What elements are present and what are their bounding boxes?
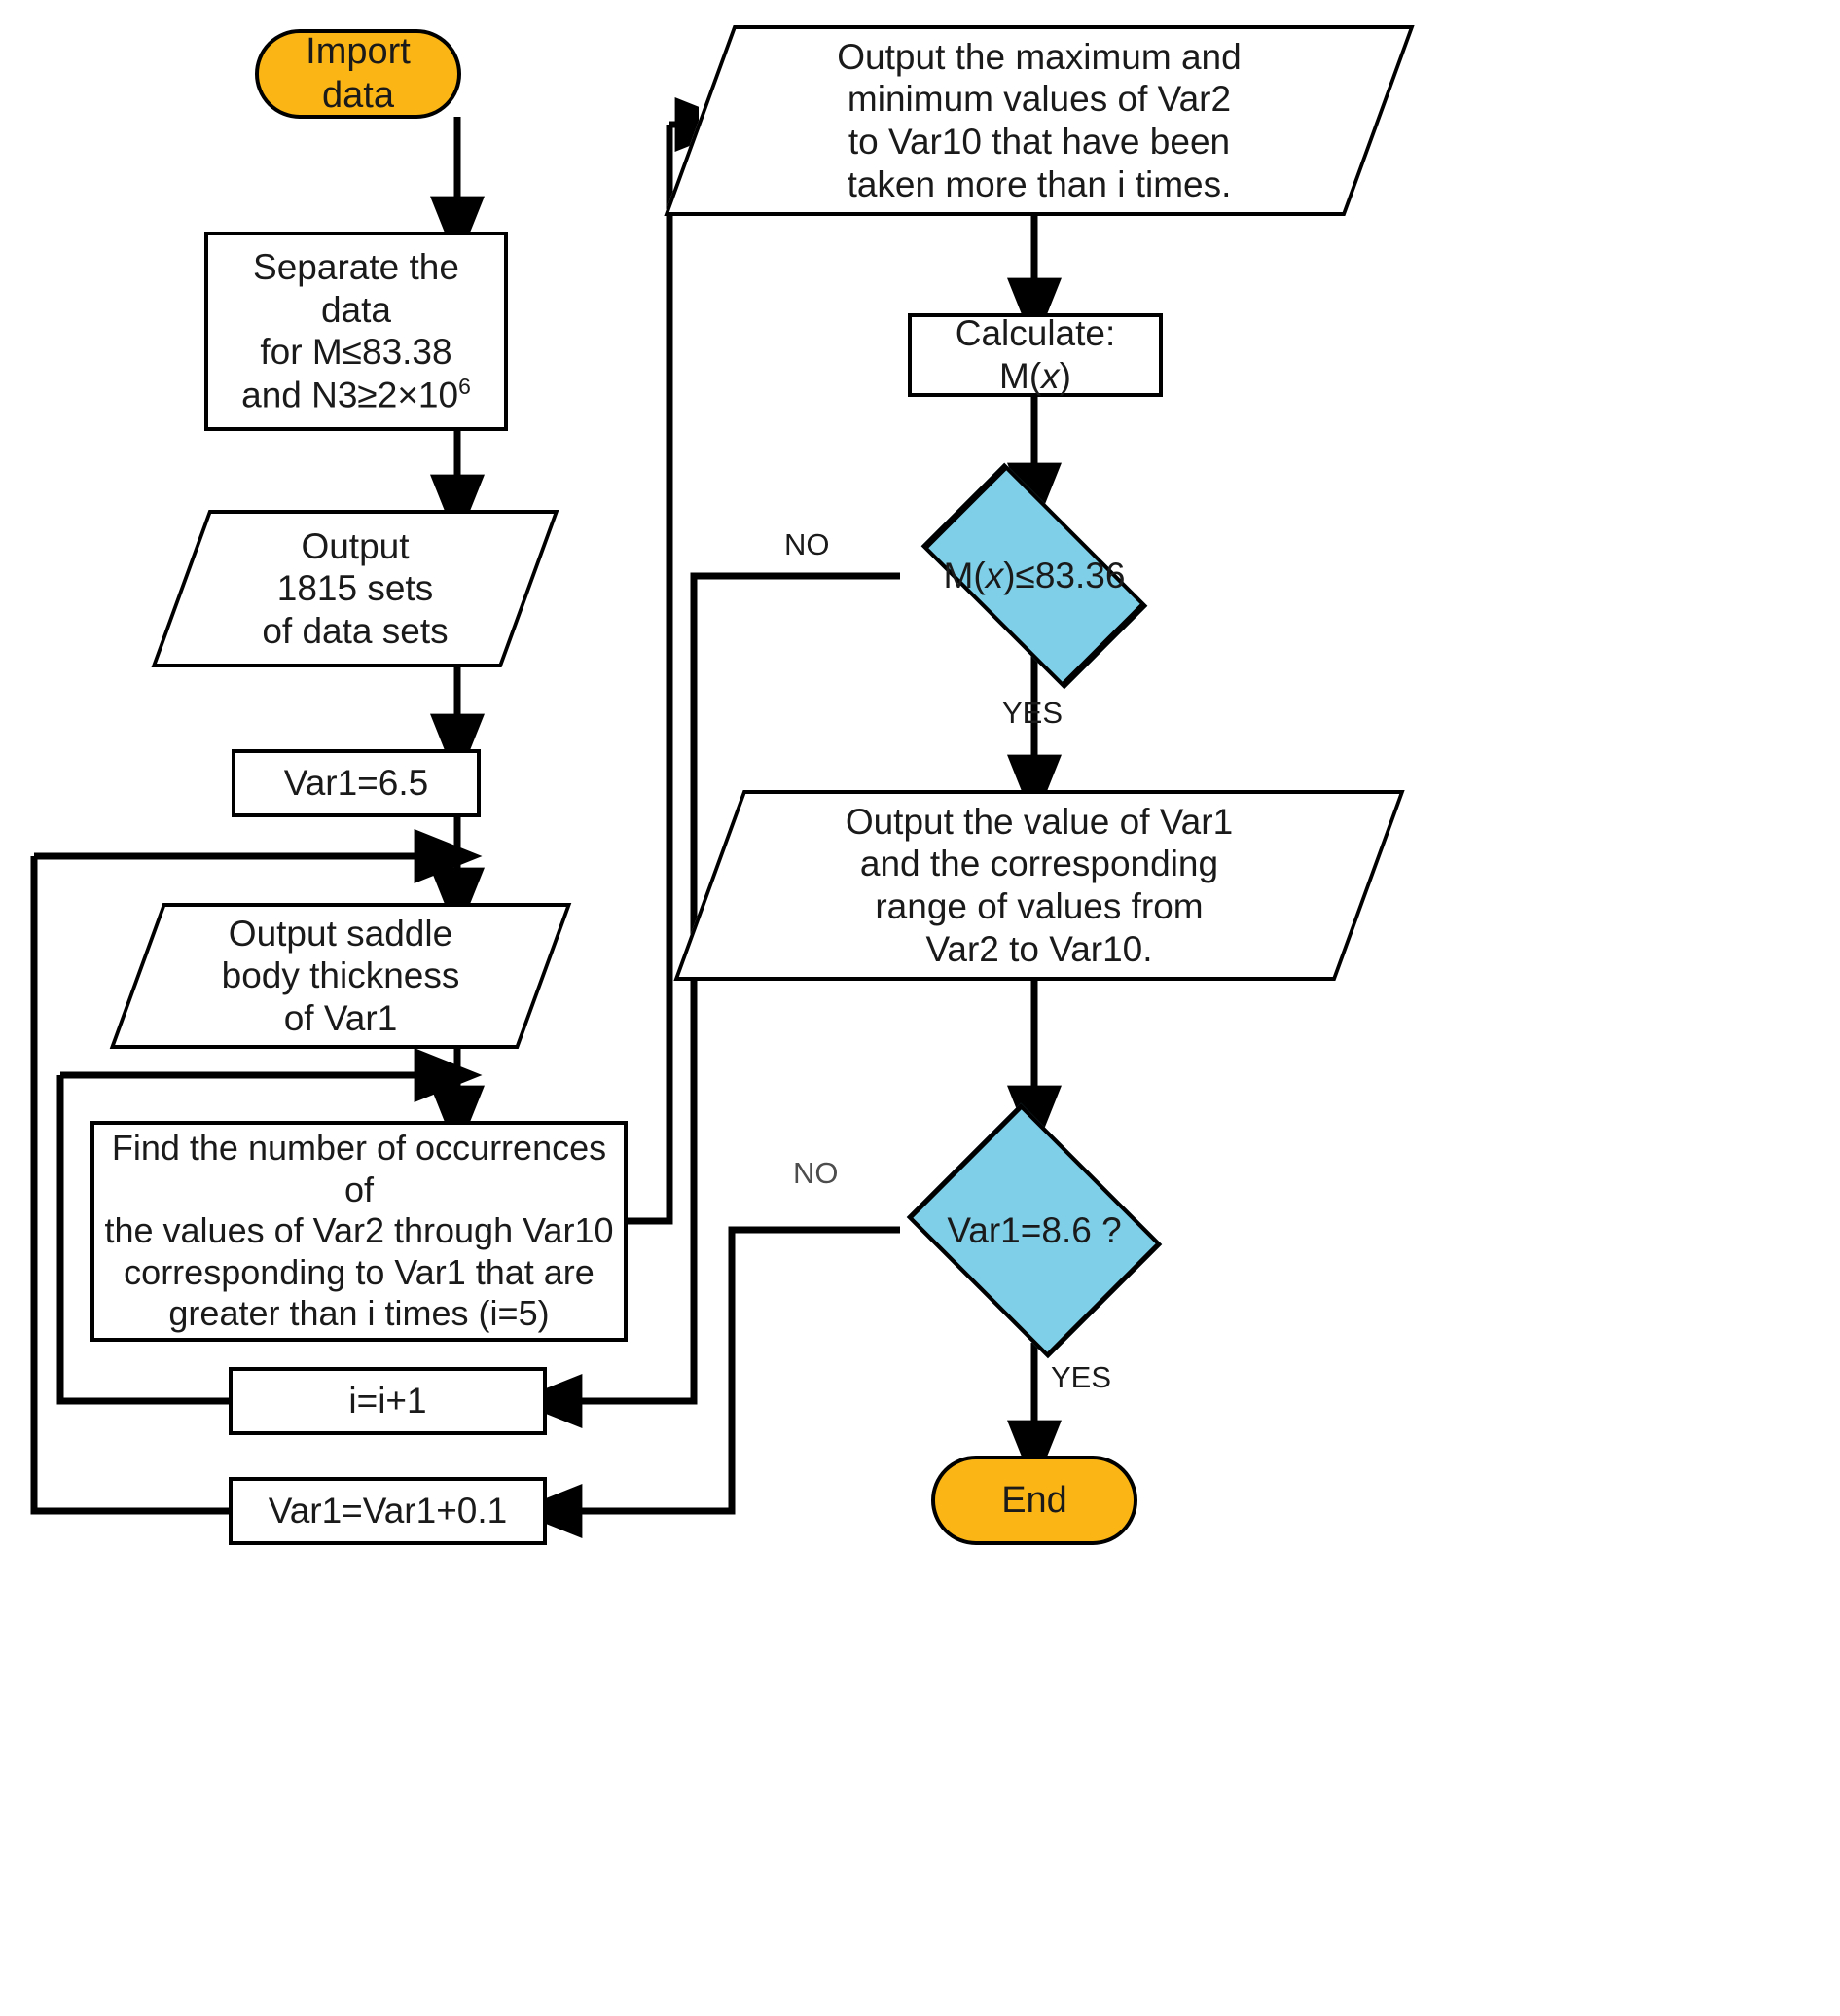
decision1-variable: x xyxy=(985,556,1004,596)
separate-line-3a: and N3≥ xyxy=(241,375,378,415)
findocc-line-3: corresponding to Var1 that are xyxy=(124,1251,595,1292)
outvar1-line-3: range of values from xyxy=(875,886,1204,926)
node-output-saddle-thickness-label: Output saddle body thickness of Var1 xyxy=(216,913,466,1040)
node-find-occurrences-label: Find the number of occurrences of the va… xyxy=(94,1128,624,1334)
node-output-1815-sets-label: Output 1815 sets of data sets xyxy=(256,525,453,653)
edge-label-no-decision2: NO xyxy=(793,1156,839,1190)
node-import-data[interactable]: Import data xyxy=(255,29,461,119)
edge-label-no-decision1: NO xyxy=(784,527,830,561)
findocc-line-4: greater than i times (i=5) xyxy=(168,1293,550,1334)
node-end[interactable]: End xyxy=(931,1456,1137,1545)
decision1-prefix: M( xyxy=(943,556,986,596)
separate-line-3b: 2×10 xyxy=(377,375,459,415)
node-var1-init-label: Var1=6.5 xyxy=(283,763,429,804)
outminmax-line-1: Output the maximum and xyxy=(837,36,1242,77)
node-calculate-mx-label: Calculate: M(x) xyxy=(912,312,1159,397)
node-output-var1-range-label: Output the value of Var1 and the corresp… xyxy=(840,801,1239,971)
outvar1-line-1: Output the value of Var1 xyxy=(845,801,1234,842)
node-calculate-mx[interactable]: Calculate: M(x) xyxy=(908,313,1163,397)
node-end-label: End xyxy=(1001,1479,1067,1521)
calcmx-variable: x xyxy=(1041,356,1060,396)
outminmax-line-3: to Var10 that have been xyxy=(848,122,1231,162)
node-output-1815-sets[interactable]: Output 1815 sets of data sets xyxy=(151,510,559,667)
node-output-var1-range[interactable]: Output the value of Var1 and the corresp… xyxy=(673,790,1405,981)
separate-line-2a: for M≤ xyxy=(260,332,362,373)
calcmx-prefix: Calculate: M( xyxy=(955,313,1116,396)
outvar1-line-2: and the corresponding xyxy=(859,844,1219,884)
out1815-line-3: of data sets xyxy=(262,610,449,651)
node-increment-i[interactable]: i=i+1 xyxy=(229,1367,547,1435)
node-find-occurrences[interactable]: Find the number of occurrences of the va… xyxy=(90,1121,628,1342)
node-var1-init[interactable]: Var1=6.5 xyxy=(232,749,481,817)
findocc-line-2: the values of Var2 through Var10 xyxy=(104,1210,614,1251)
edge-label-yes-decision2: YES xyxy=(1051,1360,1112,1394)
decision1-value: 83.36 xyxy=(1034,556,1126,596)
node-decision-mx-threshold-label: M(x)≤83.36 xyxy=(938,555,1132,597)
edge-findocc-riser xyxy=(628,125,673,1225)
node-decision-var1-final-label: Var1=8.6 ? xyxy=(947,1210,1122,1251)
outsaddle-line-2: body thickness xyxy=(221,955,460,996)
decision1-operator: )≤ xyxy=(1003,556,1035,596)
node-increment-i-label: i=i+1 xyxy=(348,1381,427,1422)
calcmx-suffix: ) xyxy=(1059,356,1071,396)
outminmax-line-2: minimum values of Var2 xyxy=(847,79,1232,120)
separate-line-1: Separate the data xyxy=(253,247,459,330)
out1815-line-2: 1815 sets xyxy=(276,568,434,609)
node-decision-var1-final[interactable]: Var1=8.6 ? xyxy=(900,1102,1169,1359)
separate-line-2b: 83.38 xyxy=(362,332,452,373)
outsaddle-line-3: of Var1 xyxy=(283,997,398,1038)
node-decision-mx-threshold[interactable]: M(x)≤83.36 xyxy=(900,462,1169,690)
separate-line-3-exponent: 6 xyxy=(458,373,471,399)
outvar1-line-4: Var2 to Var10. xyxy=(925,928,1153,969)
node-output-saddle-thickness[interactable]: Output saddle body thickness of Var1 xyxy=(109,903,572,1049)
node-increment-var1[interactable]: Var1=Var1+0.1 xyxy=(229,1477,547,1545)
findocc-line-1: Find the number of occurrences of xyxy=(111,1128,607,1209)
outsaddle-line-1: Output saddle xyxy=(228,913,453,954)
outminmax-line-4: taken more than i times. xyxy=(847,163,1232,204)
node-import-data-label: Import data xyxy=(306,31,411,116)
edge-label-yes-decision1: YES xyxy=(1002,696,1064,730)
node-output-min-max[interactable]: Output the maximum and minimum values of… xyxy=(664,25,1415,216)
node-increment-var1-label: Var1=Var1+0.1 xyxy=(268,1491,508,1531)
node-output-min-max-label: Output the maximum and minimum values of… xyxy=(831,36,1246,206)
node-separate-data-label: Separate the data for M≤83.38 and N3≥2×1… xyxy=(208,246,504,416)
out1815-line-1: Output xyxy=(301,525,410,566)
node-separate-data[interactable]: Separate the data for M≤83.38 and N3≥2×1… xyxy=(204,232,508,431)
